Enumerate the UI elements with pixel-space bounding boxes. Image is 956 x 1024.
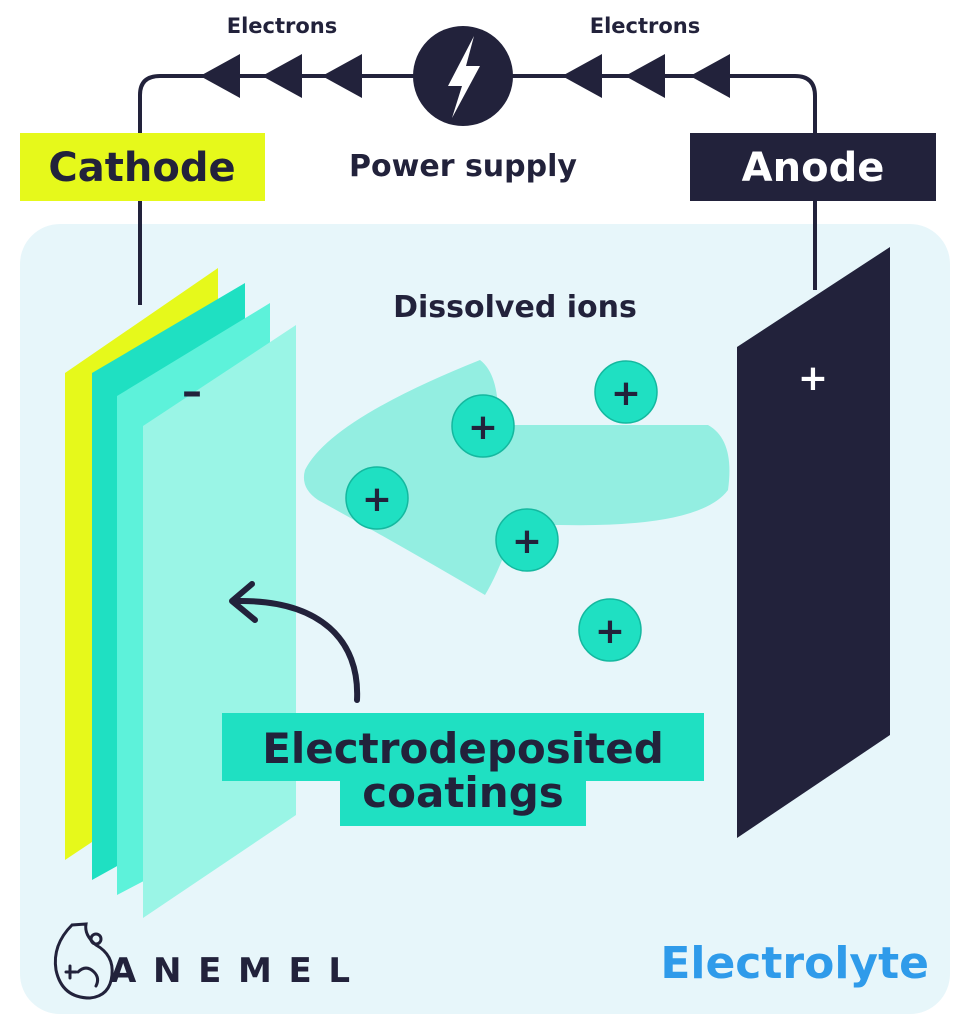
coating-layer-3 xyxy=(143,325,296,918)
anode-sign: + xyxy=(798,358,828,399)
ion: + xyxy=(451,394,515,458)
electron-arrows-right xyxy=(562,54,730,98)
electron-arrow xyxy=(262,54,302,98)
electron-arrow xyxy=(322,54,362,98)
ion: + xyxy=(345,466,409,530)
ion-sign: + xyxy=(611,373,641,414)
anode-plate xyxy=(737,247,890,838)
electron-arrow xyxy=(200,54,240,98)
coatings-label-line1: Electrodeposited xyxy=(262,724,664,773)
electron-arrow xyxy=(690,54,730,98)
electrons-label-right: Electrons xyxy=(590,14,701,38)
pointer-arrow-head xyxy=(229,581,258,623)
coatings-label-line2: coatings xyxy=(362,768,564,817)
arrow-left-icon xyxy=(303,360,730,595)
electron-arrow xyxy=(562,54,602,98)
electrons-label-left: Electrons xyxy=(227,14,338,38)
cathode-sign: – xyxy=(182,369,202,415)
ion-sign: + xyxy=(468,407,498,448)
cathode-label: Cathode xyxy=(48,145,235,191)
coatings-label-bg-2 xyxy=(340,760,586,826)
dissolved-ions-label: Dissolved ions xyxy=(393,290,637,325)
lightning-bolt-icon xyxy=(448,36,480,118)
pointer-arrow-curve xyxy=(235,597,361,703)
ion: + xyxy=(495,508,559,572)
anode-label: Anode xyxy=(742,145,885,191)
ion-sign: + xyxy=(595,611,625,652)
ion-sign: + xyxy=(512,521,542,562)
electron-arrow xyxy=(625,54,665,98)
electrolyte-label: Electrolyte xyxy=(660,938,929,989)
electron-arrows-left xyxy=(200,54,362,98)
anode-label-bg xyxy=(690,133,936,201)
ion: + xyxy=(578,598,642,662)
power-supply-label: Power supply xyxy=(349,149,577,184)
anemel-logo-icon xyxy=(53,922,114,1000)
ions: + + + + + xyxy=(345,360,658,662)
ion: + xyxy=(594,360,658,424)
ion-sign: + xyxy=(362,479,392,520)
cathode-label-bg xyxy=(20,133,265,201)
